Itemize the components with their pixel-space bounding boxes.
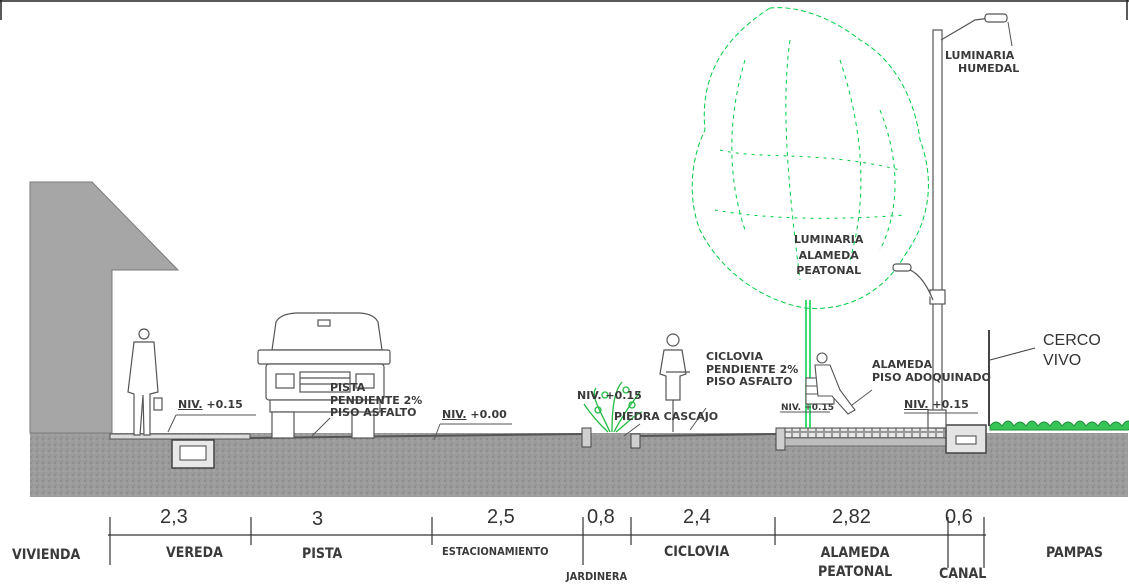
zone-estacionamiento: ESTACIONAMIENTO [442,545,549,558]
dimension-canal: 0,6 [945,506,973,528]
zone-pampas: PAMPAS [1046,545,1103,561]
niv-vereda-prefix: NIV. [178,398,203,411]
building-silhouette [29,181,180,434]
shrub [583,381,643,433]
curb-alameda [775,427,786,451]
luminaria-humedal-line1: LUMINARIA [944,49,1015,62]
ciclovia-line3: PISO ASFALTO [706,375,793,389]
niv-vereda-value: +0.15 [206,398,243,411]
sidewalk-slab [109,433,251,440]
pedestrian-figure [127,328,163,436]
leader-alameda [851,389,873,406]
street-lamp-humedal [927,13,1008,429]
curb-jardinera-left [581,427,592,448]
zone-vereda: VEREDA [166,545,223,561]
zone-alameda-line1: ALAMEDA [820,545,890,561]
pista-line3: PISO ASFALTO [330,406,417,420]
ciclovia-line1: CICLOVIA [706,350,764,363]
zone-alameda: ALAMEDA PEATONAL [818,544,892,582]
pista-line1: PISTA [330,381,366,394]
luminaria-alameda-line3: PEATONAL [796,264,862,278]
luminaria-alameda-line2: ALAMEDA [798,248,859,262]
niv-vereda-label: NIV. +0.15 [178,398,243,412]
zone-jardinera: JARDINERA [566,570,628,583]
niv-pista-value: +0.00 [470,408,507,421]
leader-pista [311,417,331,437]
zone-ciclovia: CICLOVIA [664,544,730,560]
bench-and-person [805,352,856,415]
alameda-paving [784,427,948,439]
ciclovia-surface [639,433,779,437]
pista-line2: PENDIENTE 2% [330,393,423,407]
zone-alameda-line2: PEATONAL [818,563,893,580]
alameda-line2: PISO ADOQUINADO [872,370,991,384]
luminaria-humedal-leader [1007,21,1013,47]
niv-alameda-label: NIV. +0.15 [781,403,834,413]
cyclist-figure [659,333,690,432]
ciclovia-line2: PENDIENTE 2% [706,362,799,376]
dimension-pista: 3 [312,508,324,530]
street-lamp-alameda [892,263,934,301]
niv-canal-label: NIV. +0.15 [904,398,969,412]
drain-box [171,439,215,469]
dimension-estacionamiento: 2,5 [487,506,515,528]
leader-piedra [623,423,641,437]
luminaria-alameda-line1: LUMINARIA [794,233,864,246]
zone-canal: CANAL [939,566,987,582]
cerco-vivo-label: CERCO VIVO [1043,332,1101,371]
niv-jardinera-label: NIV. +0.15 [577,389,642,402]
zone-vivienda: VIVIENDA [12,547,81,563]
alameda-label: ALAMEDA PISO ADOQUINADO [872,358,991,384]
alameda-line1: ALAMEDA [872,358,933,371]
niv-canal-prefix: NIV. [904,398,929,411]
luminaria-humedal-line2: HUMEDAL [958,61,1020,75]
cerco-leader [989,347,1036,361]
luminaria-alameda-label: LUMINARIA ALAMEDA PEATONAL [794,233,864,278]
cerco-vivo-line1: CERCO [1043,332,1101,349]
hedge-strip [989,420,1129,431]
zone-pista: PISTA [302,546,343,562]
dimension-alameda: 2,82 [832,506,871,528]
road-surface [249,433,586,439]
ciclovia-label: CICLOVIA PENDIENTE 2% PISO ASFALTO [706,350,799,389]
dimension-vereda: 2,3 [160,506,188,528]
pista-label: PISTA PENDIENTE 2% PISO ASFALTO [330,381,423,420]
piedra-cascajo-label: PIEDRA CASCAJO [614,410,719,423]
niv-pista-label: NIV. +0.00 [442,408,507,422]
cerco-vivo-line2: VIVO [1043,352,1082,370]
leader-ciclovia [689,407,707,431]
luminaria-humedal-label: LUMINARIA HUMEDAL [940,49,1020,75]
curb-jardinera-right [630,433,641,449]
dimension-line [108,517,986,568]
niv-canal-value: +0.15 [932,398,969,411]
dimension-jardinera: 0,8 [587,506,615,528]
dimension-ciclovia: 2,4 [683,506,711,528]
vehicle-front [257,312,391,439]
tree-canopy [691,7,929,309]
niv-pista-prefix: NIV. [442,408,467,421]
